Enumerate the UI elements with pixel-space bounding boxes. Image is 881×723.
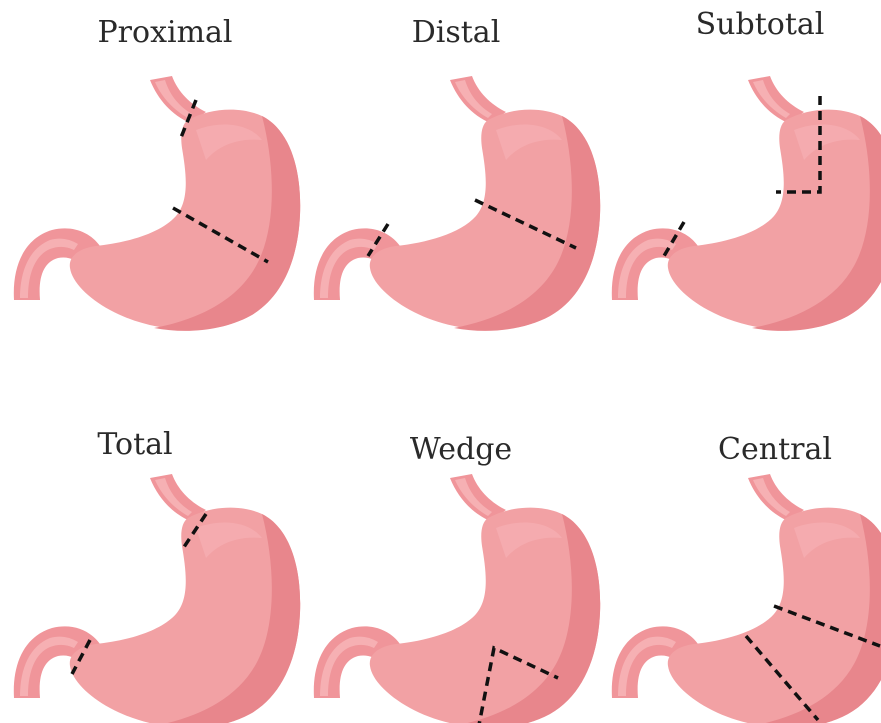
label-subtotal: Subtotal — [696, 7, 825, 42]
panel-wedge — [314, 474, 600, 723]
label-distal: Distal — [412, 15, 501, 50]
label-proximal: Proximal — [97, 15, 232, 50]
label-central: Central — [718, 432, 832, 467]
panel-proximal — [14, 76, 300, 331]
panel-subtotal — [612, 76, 881, 331]
panel-central — [612, 474, 881, 723]
panel-total — [14, 474, 300, 723]
panel-distal — [314, 76, 600, 331]
label-total: Total — [97, 427, 172, 462]
label-wedge: Wedge — [410, 432, 512, 467]
